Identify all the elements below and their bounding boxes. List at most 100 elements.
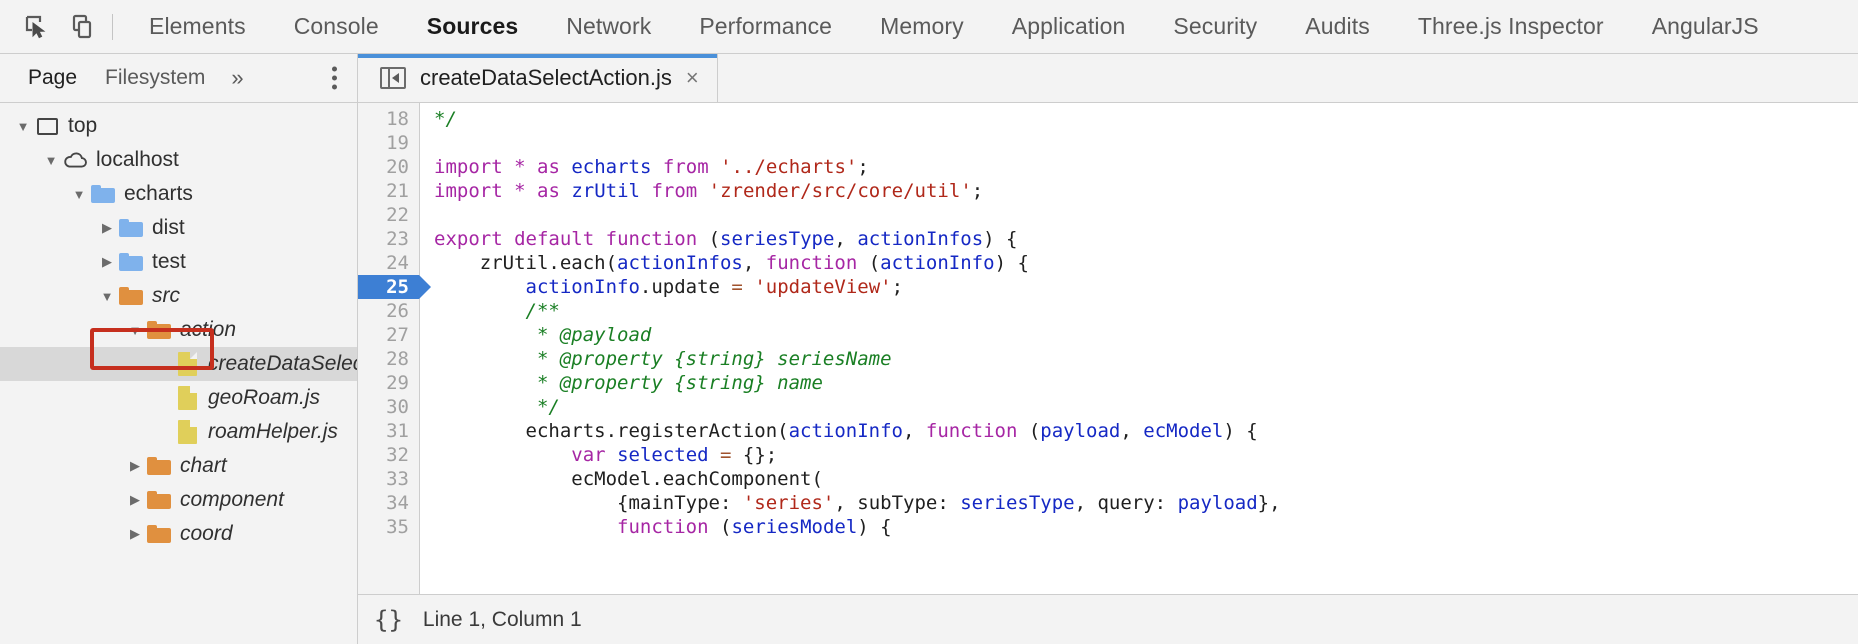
tab-audits[interactable]: Audits — [1305, 13, 1370, 39]
tree-item-label: src — [152, 284, 180, 307]
line-number-33[interactable]: 33 — [386, 468, 409, 490]
tab-console[interactable]: Console — [293, 13, 379, 39]
tab-elements[interactable]: Elements — [149, 13, 246, 39]
inspect-cursor-icon[interactable] — [14, 4, 60, 50]
tree-spacer — [152, 357, 174, 372]
line-number-29[interactable]: 29 — [386, 372, 409, 394]
device-toolbar-icon[interactable] — [60, 4, 106, 50]
tree-item-component[interactable]: ▶ component — [0, 483, 357, 517]
folder-icon — [146, 457, 172, 475]
line-number-20[interactable]: 20 — [386, 156, 409, 178]
chevron-right-icon[interactable]: ▶ — [130, 526, 140, 541]
chevron-right-icon[interactable]: ▶ — [130, 492, 140, 507]
folder-icon — [118, 219, 144, 237]
close-icon[interactable]: × — [685, 65, 699, 90]
code-line-30: */ — [434, 396, 560, 418]
tab-network[interactable]: Network — [566, 13, 652, 39]
tree-item-action[interactable]: ▼action — [0, 313, 357, 347]
line-number-27[interactable]: 27 — [386, 324, 409, 346]
frame-icon — [34, 117, 60, 135]
tab-application[interactable]: Application — [1011, 13, 1126, 39]
editor-status-bar: {} Line 1, Column 1 — [358, 594, 1858, 644]
folder-icon — [146, 525, 172, 543]
line-number-26[interactable]: 26 — [386, 300, 409, 322]
tree-item-test[interactable]: ▶ test — [0, 245, 357, 279]
folder-icon — [90, 185, 116, 203]
folder-icon — [118, 287, 144, 305]
main-toolbar: Elements Console Sources Network Performance… — [0, 0, 1858, 54]
line-number-25[interactable]: 25 — [358, 275, 431, 299]
tree-item-label: test — [152, 250, 186, 273]
tab-three-js-inspector[interactable]: Three.js Inspector — [1417, 13, 1604, 39]
tree-spacer — [152, 391, 174, 406]
code-line-22 — [434, 203, 1858, 227]
tree-item-localhost[interactable]: ▼localhost — [0, 143, 357, 177]
navigator-tab-filesystem[interactable]: Filesystem — [105, 66, 206, 89]
source-code[interactable]: */ import * as echarts from '../echarts'… — [420, 103, 1858, 594]
line-number-23[interactable]: 23 — [386, 228, 409, 250]
navigator-toggle-icon[interactable] — [380, 66, 406, 90]
chevron-right-icon[interactable]: ▶ — [102, 220, 112, 235]
code-line-27: * @payload — [434, 324, 652, 346]
chevron-right-icon[interactable]: ▶ — [130, 458, 140, 473]
file-icon — [174, 420, 200, 444]
chevron-down-icon[interactable]: ▼ — [16, 118, 30, 134]
file-icon — [174, 352, 200, 376]
more-tabs-icon[interactable]: » — [231, 65, 244, 90]
line-number-24[interactable]: 24 — [386, 252, 409, 274]
tree-item-dist[interactable]: ▶dist — [0, 211, 357, 245]
tab-memory[interactable]: Memory — [880, 13, 964, 39]
line-number-35[interactable]: 35 — [386, 516, 409, 538]
tree-item-coord[interactable]: ▶ coord — [0, 517, 357, 551]
code-line-34: {mainType: 'series', subType: seriesType… — [434, 492, 1281, 514]
code-line-18: */ — [434, 108, 457, 130]
tree-item-label: geoRoam.js — [208, 386, 321, 409]
editor-tab-createdataselectaction[interactable]: createDataSelectAction.js × — [358, 54, 718, 102]
tree-item-echarts[interactable]: ▼echarts — [0, 177, 357, 211]
code-line-24: zrUtil.each(actionInfos, function (actio… — [434, 252, 1029, 274]
tree-item-label: chart — [180, 454, 227, 477]
line-number-34[interactable]: 34 — [386, 492, 409, 514]
file-tree: ▼top▼localhost▼echarts▶dist▶test▼src▼act… — [0, 103, 357, 644]
code-line-25: actionInfo.update = 'updateView'; — [525, 276, 904, 298]
chevron-right-icon[interactable]: ▶ — [102, 254, 112, 269]
tab-security[interactable]: Security — [1173, 13, 1258, 39]
tree-item-georoam-js[interactable]: geoRoam.js — [0, 381, 357, 415]
tree-item-roamhelper-js[interactable]: roamHelper.js — [0, 415, 357, 449]
tab-sources[interactable]: Sources — [426, 13, 519, 39]
folder-icon — [118, 253, 144, 271]
chevron-down-icon[interactable]: ▼ — [44, 152, 58, 168]
line-number-18[interactable]: 18 — [386, 108, 409, 130]
cursor-position-label: Line 1, Column 1 — [422, 607, 582, 631]
tree-item-chart[interactable]: ▶ chart — [0, 449, 357, 483]
tree-item-createdataselectaction-js[interactable]: createDataSelectAction.js — [0, 347, 357, 381]
code-line-26: /** — [434, 300, 560, 322]
tree-item-top[interactable]: ▼ top — [0, 109, 357, 143]
line-number-21[interactable]: 21 — [386, 180, 409, 202]
tab-performance[interactable]: Performance — [699, 13, 833, 39]
tree-item-label: component — [180, 488, 284, 511]
tree-item-label: coord — [180, 522, 233, 545]
toolbar-divider — [112, 13, 113, 40]
file-icon — [174, 386, 200, 410]
line-number-22[interactable]: 22 — [386, 204, 409, 226]
tab-angularjs[interactable]: AngularJS — [1651, 13, 1759, 39]
pretty-print-icon[interactable]: {} — [374, 605, 403, 634]
tree-item-label: top — [68, 114, 98, 137]
chevron-down-icon[interactable]: ▼ — [72, 186, 86, 202]
navigator-tab-page[interactable]: Page — [28, 66, 78, 89]
line-number-30[interactable]: 30 — [386, 396, 409, 418]
chevron-down-icon[interactable]: ▼ — [100, 288, 114, 304]
line-number-31[interactable]: 31 — [386, 420, 409, 442]
line-number-19[interactable]: 19 — [386, 132, 409, 154]
cloud-icon — [62, 152, 88, 168]
tree-item-src[interactable]: ▼ src — [0, 279, 357, 313]
code-line-21: import * as zrUtil from 'zrender/src/cor… — [434, 180, 984, 202]
code-line-20: import * as echarts from '../echarts'; — [434, 156, 869, 178]
chevron-down-icon[interactable]: ▼ — [128, 322, 142, 338]
line-number-28[interactable]: 28 — [386, 348, 409, 370]
line-number-32[interactable]: 32 — [386, 444, 409, 466]
vertical-dots-icon[interactable] — [328, 63, 341, 94]
